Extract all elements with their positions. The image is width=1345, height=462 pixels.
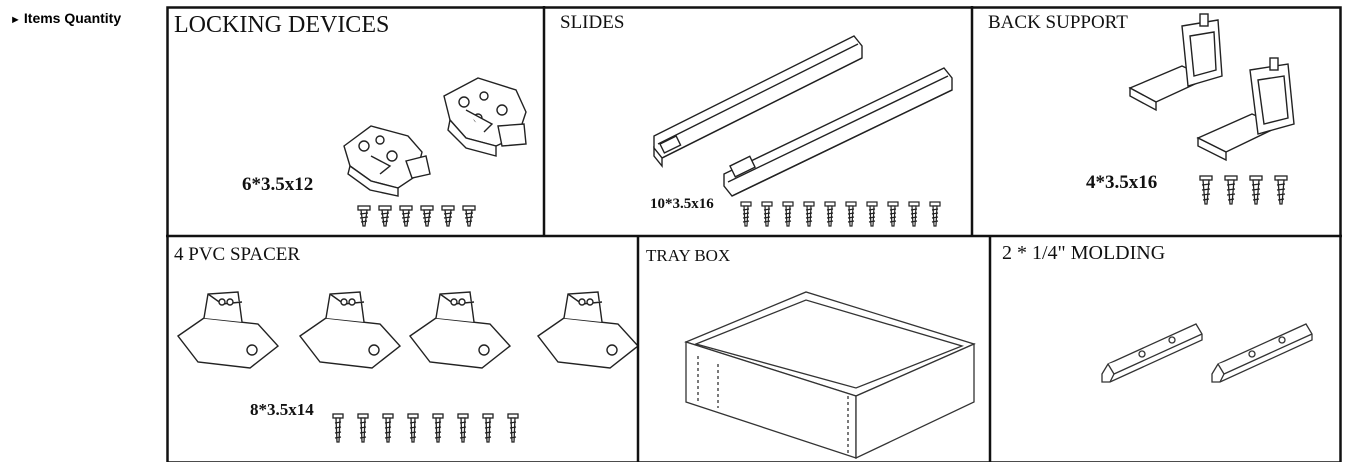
panel-slides: SLIDES 10*3.5x16	[544, 6, 972, 236]
molding-illustration	[1101, 323, 1313, 383]
panel-back-support: BACK SUPPORT 4*3.5x16	[972, 6, 1342, 236]
parts-grid: LOCKING DEVICES 6*3.5x12	[166, 6, 1342, 462]
screw-row	[357, 205, 476, 227]
items-quantity-heading: ►Items Quantity	[10, 10, 121, 26]
panel-tray-box: TRAY BOX	[638, 236, 990, 462]
items-quantity-label: Items Quantity	[23, 10, 122, 26]
screw-row	[332, 413, 519, 443]
screw-row	[740, 201, 941, 227]
tray-box-illustration	[684, 291, 976, 460]
panel-molding: 2 * 1/4" MOLDING	[990, 236, 1342, 462]
screw-row	[1199, 175, 1288, 205]
arrow-right-icon: ►	[10, 14, 21, 26]
panel-locking-devices: LOCKING DEVICES 6*3.5x12	[166, 6, 544, 236]
panel-pvc-spacer: 4 PVC SPACER 8*3.5x14	[166, 236, 638, 462]
